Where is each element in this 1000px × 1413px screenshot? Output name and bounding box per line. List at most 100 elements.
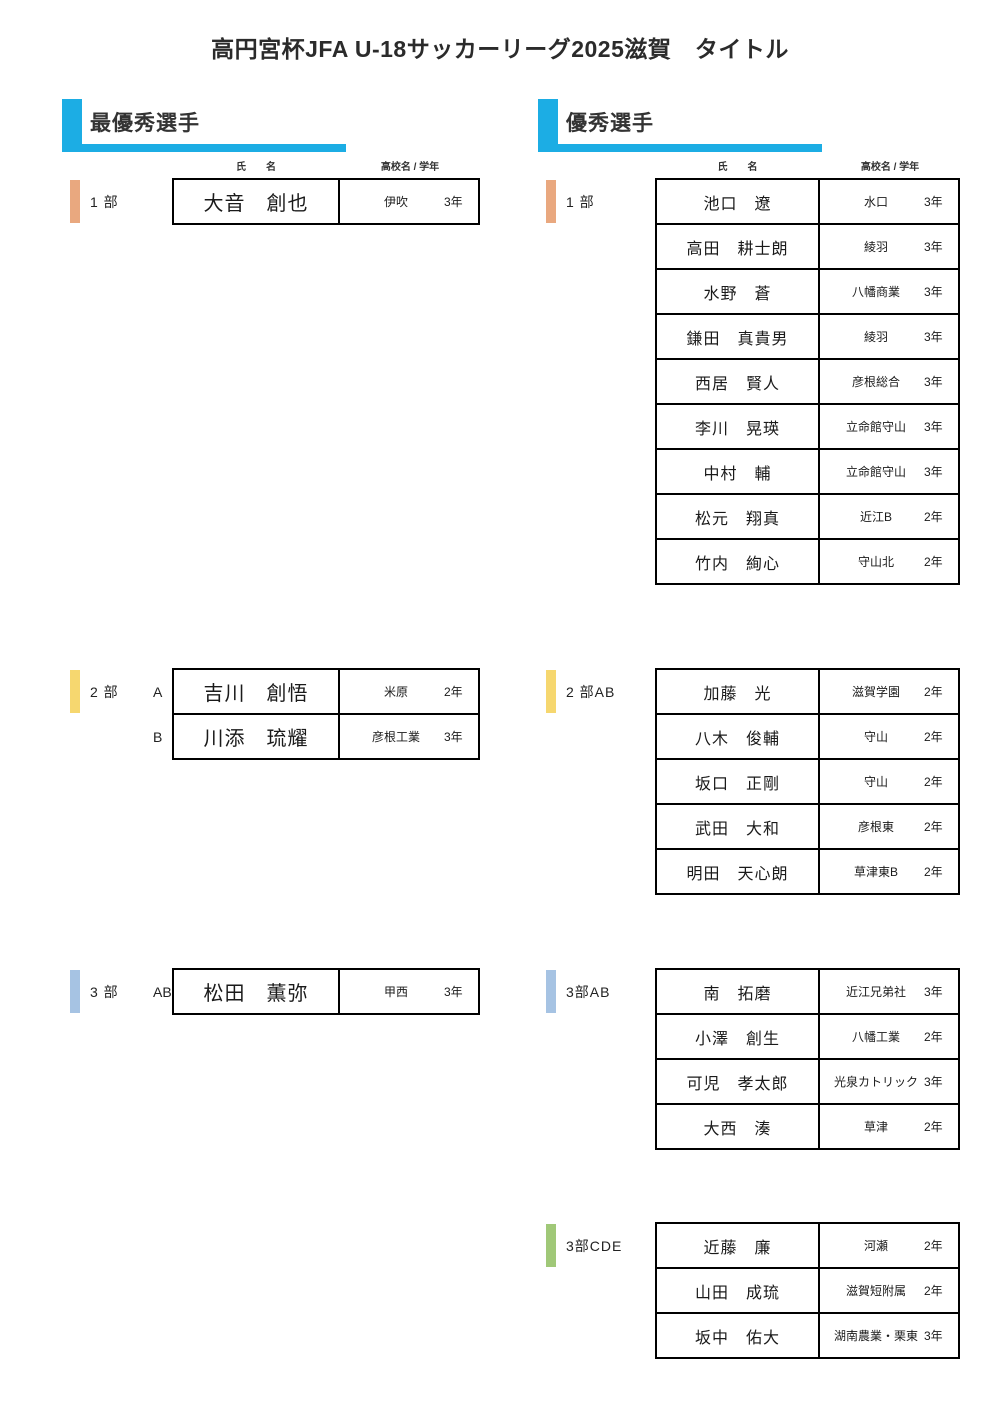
division-marker bbox=[546, 670, 556, 713]
table-header-school: 高校名 / 学年 bbox=[380, 162, 440, 173]
player-name-cell: 可児 孝太郎 bbox=[657, 1060, 820, 1103]
player-name-cell: 大西 湊 bbox=[657, 1105, 820, 1148]
table-row: 小澤 創生 八幡工業 2年 bbox=[655, 1013, 960, 1060]
excellent-heading-label: 優秀選手 bbox=[566, 112, 654, 135]
player-name-cell: 松田 薫弥 bbox=[174, 970, 340, 1013]
group-label: B bbox=[153, 728, 163, 745]
division-label: 2 部AB bbox=[566, 683, 616, 700]
school-grade-cell: 八幡商業 3年 bbox=[820, 270, 958, 313]
division-label: 3部AB bbox=[566, 983, 611, 1000]
school-name: 草津東B bbox=[853, 865, 898, 879]
grade-label: 2年 bbox=[924, 685, 943, 699]
player-name-cell: 山田 成琉 bbox=[657, 1269, 820, 1312]
school-name: 滋賀学園 bbox=[851, 685, 900, 699]
school-grade-cell: 近江兄弟社 3年 bbox=[820, 970, 958, 1013]
school-name: 光泉カトリック bbox=[833, 1075, 918, 1089]
grade-label: 3年 bbox=[924, 330, 943, 344]
grade-label: 2年 bbox=[924, 865, 943, 879]
player-name-cell: 八木 俊輔 bbox=[657, 715, 820, 758]
heading-underline bbox=[558, 144, 822, 152]
school-name: 草津 bbox=[863, 1120, 888, 1134]
grade-label: 3年 bbox=[924, 420, 943, 434]
grade-label: 3年 bbox=[444, 730, 463, 744]
grade-label: 3年 bbox=[924, 985, 943, 999]
school-grade-cell: 彦根総合 3年 bbox=[820, 360, 958, 403]
school-name: 八幡工業 bbox=[851, 1030, 900, 1044]
player-name-cell: 池口 遼 bbox=[657, 180, 820, 223]
grade-label: 2年 bbox=[924, 1030, 943, 1044]
grade-label: 3年 bbox=[924, 285, 943, 299]
grade-label: 3年 bbox=[924, 465, 943, 479]
grade-label: 2年 bbox=[924, 730, 943, 744]
school-name: 立命館守山 bbox=[845, 420, 906, 434]
table-row: 加藤 光 滋賀学園 2年 bbox=[655, 668, 960, 715]
grade-label: 3年 bbox=[444, 195, 463, 209]
player-name-cell: 高田 耕士朗 bbox=[657, 225, 820, 268]
school-name: 守山 bbox=[863, 775, 888, 789]
player-name-cell: 鎌田 真貴男 bbox=[657, 315, 820, 358]
school-grade-cell: 八幡工業 2年 bbox=[820, 1015, 958, 1058]
grade-label: 2年 bbox=[924, 1284, 943, 1298]
mvp-heading: 最優秀選手 bbox=[62, 99, 346, 152]
school-grade-cell: 滋賀短附属 2年 bbox=[820, 1269, 958, 1312]
player-name-cell: 坂口 正剛 bbox=[657, 760, 820, 803]
grade-label: 3年 bbox=[924, 195, 943, 209]
school-name: 湖南農業・栗東 bbox=[833, 1329, 918, 1343]
grade-label: 2年 bbox=[924, 555, 943, 569]
school-name: 米原 bbox=[383, 685, 408, 699]
school-name: 彦根総合 bbox=[851, 375, 900, 389]
division-label: 1 部 bbox=[90, 193, 119, 210]
player-name-cell: 加藤 光 bbox=[657, 670, 820, 713]
heading-underline bbox=[82, 144, 346, 152]
table-header-name: 氏 名 bbox=[717, 162, 758, 173]
school-name: 滋賀短附属 bbox=[845, 1284, 906, 1298]
school-grade-cell: 滋賀学園 2年 bbox=[820, 670, 958, 713]
grade-label: 3年 bbox=[444, 985, 463, 999]
group-label: A bbox=[153, 683, 163, 700]
player-name-cell: 西居 賢人 bbox=[657, 360, 820, 403]
division-marker bbox=[546, 180, 556, 223]
table-header-school: 高校名 / 学年 bbox=[860, 162, 920, 173]
player-name-cell: 小澤 創生 bbox=[657, 1015, 820, 1058]
school-name: 近江兄弟社 bbox=[845, 985, 906, 999]
player-name-cell: 近藤 廉 bbox=[657, 1224, 820, 1267]
grade-label: 3年 bbox=[924, 375, 943, 389]
division-marker bbox=[70, 670, 80, 713]
grade-label: 2年 bbox=[924, 1239, 943, 1253]
division-marker bbox=[546, 970, 556, 1013]
mvp-heading-label: 最優秀選手 bbox=[90, 112, 200, 135]
school-name: 守山北 bbox=[857, 555, 894, 569]
player-name-cell: 大音 創也 bbox=[174, 180, 340, 223]
grade-label: 2年 bbox=[924, 1120, 943, 1134]
school-name: 八幡商業 bbox=[851, 285, 900, 299]
player-name-cell: 川添 琉耀 bbox=[174, 715, 340, 758]
